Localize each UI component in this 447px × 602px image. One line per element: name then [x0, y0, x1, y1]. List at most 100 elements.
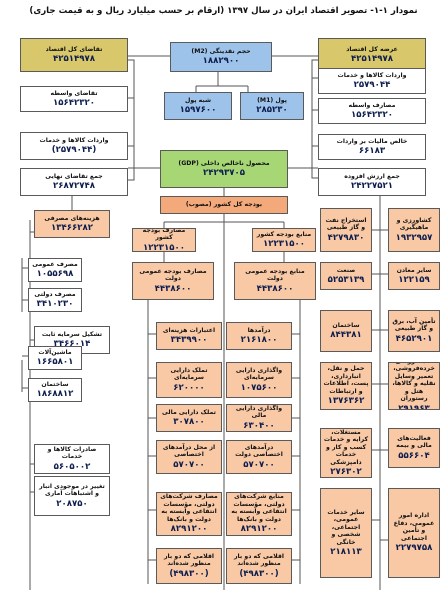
box-value: ۸۲۹۱۲۰۰	[170, 524, 208, 535]
box-value: ۱۳۴۶۶۲۸۲	[51, 223, 93, 234]
box-label: منابع بودجه کشور	[256, 230, 312, 238]
box-label: حمل و نقل، انبارداری، پست، اطلاعات و ارت…	[323, 365, 369, 395]
box-label: اقلامی که دو بار منظور شده‌اند	[163, 552, 214, 568]
box-label: مصارف واسطه	[348, 101, 396, 109]
box-value: (۲۵۷۹۰۴۴)	[51, 145, 97, 156]
box-label: جمع ارزش افزوده	[344, 172, 400, 180]
box-label: عرضه کل اقتصاد	[346, 45, 398, 53]
box-value: ۶۲۰۰۰۰	[173, 382, 205, 393]
box-label: ماشین‌آلات	[38, 348, 72, 356]
box-label: اقلامی که دو بار منظور شده‌اند	[233, 552, 284, 568]
box-value: ۳۰۷۸۰۰	[173, 417, 205, 428]
box-label: فعالیت‌های مالی و بیمه	[396, 434, 432, 450]
box-label: تملک دارایی مالی	[162, 408, 216, 416]
box-value: ۴۶۵۲۹۰۱	[395, 333, 433, 344]
box-value: ۵۷۰۷۰۰	[243, 459, 275, 470]
box-value: ۱۰۵۵۶۹۸	[36, 269, 74, 280]
box-label: هزینه‌های مصرفی	[44, 214, 100, 222]
box-label: منابع بودجه عمومی دولت	[245, 267, 305, 283]
box-label: شبه پول	[184, 96, 212, 104]
box-value: ۲۸۵۲۳۰	[256, 105, 288, 116]
box-value: ۱۳۷۶۳۶۲	[327, 396, 365, 407]
box-label: منابع شرکت‌های دولتی، مؤسسات انتفاعی واب…	[231, 493, 287, 523]
box-label: اعتبارات هزینه‌ای	[162, 326, 216, 334]
box-label: حجم نقدینگی (M2)	[191, 47, 251, 55]
box-label: تقاضای کل اقتصاد	[45, 45, 103, 53]
box-label: مصرف عمومی	[32, 260, 78, 268]
box-deduct-r: اقلامی که دو بار منظور شده‌اند(۴۹۸۳۰۰)	[226, 548, 292, 584]
box-deduct-u: اقلامی که دو بار منظور شده‌اند(۴۹۸۳۰۰)	[156, 548, 222, 584]
box-value: ۲۵۷۹۰۴۴	[353, 80, 391, 91]
box-label: واردات کالاها و خدمات	[337, 71, 407, 79]
box-label: درآمدهای اختصاصی دولت	[235, 443, 283, 459]
box-m1: پول (M1)۲۸۵۲۳۰	[240, 92, 304, 120]
box-value: ۱۸۸۲۹۰۰	[202, 56, 240, 67]
box-label: تغییر در موجودی انبار و اشتباهات آماری	[39, 482, 105, 498]
box-label: واگذاری دارایی مالی	[235, 404, 283, 420]
box-label: مصارف بودجه عمومی دولت	[139, 267, 207, 283]
box-soe-uses: مصارف شرکت‌های دولتی، مؤسسات انتفاعی واب…	[156, 492, 222, 536]
box-value: ۲۰۸۷۵۰	[56, 498, 88, 509]
box-label: محصول ناخالص داخلی (GDP)	[178, 159, 270, 167]
box-soe-res: منابع شرکت‌های دولتی، مؤسسات انتفاعی واب…	[226, 492, 292, 536]
box-value: ۱۲۲۳۱۵۰۰	[143, 242, 185, 252]
box-value: ۲۷۶۳۰۲	[330, 466, 362, 477]
box-label: اداره امور عمومی، دفاع و تأمین اجتماعی	[393, 512, 435, 542]
box-label: صنعت	[336, 266, 356, 274]
box-budget: بودجه کل کشور (مصوب)	[160, 196, 288, 214]
box-label: مستغلات، کرایه و خدمات کسب و کار و خدمات…	[323, 428, 369, 466]
box-label: کشاورزی و ماهیگیری	[396, 216, 432, 232]
box-label: سایر خدمات عمومی، اجتماعی، شخصی و خانگی	[327, 508, 365, 546]
box-value: ۱۵۹۷۶۰۰	[179, 105, 217, 116]
box-label: استخراج نفت و گاز طبیعی	[325, 216, 367, 232]
box-value: ۳۴۶۶۰۱۴	[53, 339, 91, 350]
box-label: تقاضای واسطه	[50, 89, 98, 97]
box-value: ۵۵۶۶۰۴	[398, 450, 430, 461]
box-label: عمده‌فروشی، خرده‌فروشی، تعمیر وسایل نقلی…	[392, 363, 436, 403]
box-label: درآمدها	[247, 326, 271, 334]
box-label: بودجه کل کشور (مصوب)	[185, 201, 263, 209]
box-value: ۲۴۲۹۳۷۰۵	[203, 168, 245, 179]
box-value: ۲۱۶۱۸۰۰	[240, 335, 278, 346]
box-value: ۸۲۹۱۲۰۰	[240, 524, 278, 535]
box-value: ۳۴۳۹۹۰۰	[170, 335, 208, 346]
box-label: واردات کالاها و خدمات	[39, 136, 109, 144]
box-label: خالص مالیات بر واردات	[336, 137, 408, 145]
box-value: ۱۹۳۲۹۵۷	[395, 232, 433, 243]
box-value: ۱۶۶۵۸۰۱	[36, 357, 74, 368]
box-value: ۱۲۲۳۱۵۰۰	[263, 239, 305, 250]
box-label: ساختمان	[41, 380, 69, 388]
box-value: ۴۴۳۸۶۰۰	[256, 283, 294, 294]
box-label: تشکیل سرمایه ثابت	[41, 330, 103, 338]
box-value: ۲۹۱۹۶۳	[398, 403, 430, 410]
box-value: ۱۵۶۴۲۳۲۰	[351, 110, 393, 121]
box-label: سایر معادن	[396, 266, 432, 274]
box-transport: حمل و نقل، انبارداری، پست، اطلاعات و ارت…	[320, 362, 372, 410]
box-value: ۵۷۰۷۰۰	[173, 459, 205, 470]
box-value: ۴۴۳۸۶۰۰	[154, 283, 192, 294]
box-label: جمع تقاضای نهایی	[45, 172, 103, 180]
box-label: واگذاری دارایی سرمایه‌ای	[235, 366, 283, 382]
